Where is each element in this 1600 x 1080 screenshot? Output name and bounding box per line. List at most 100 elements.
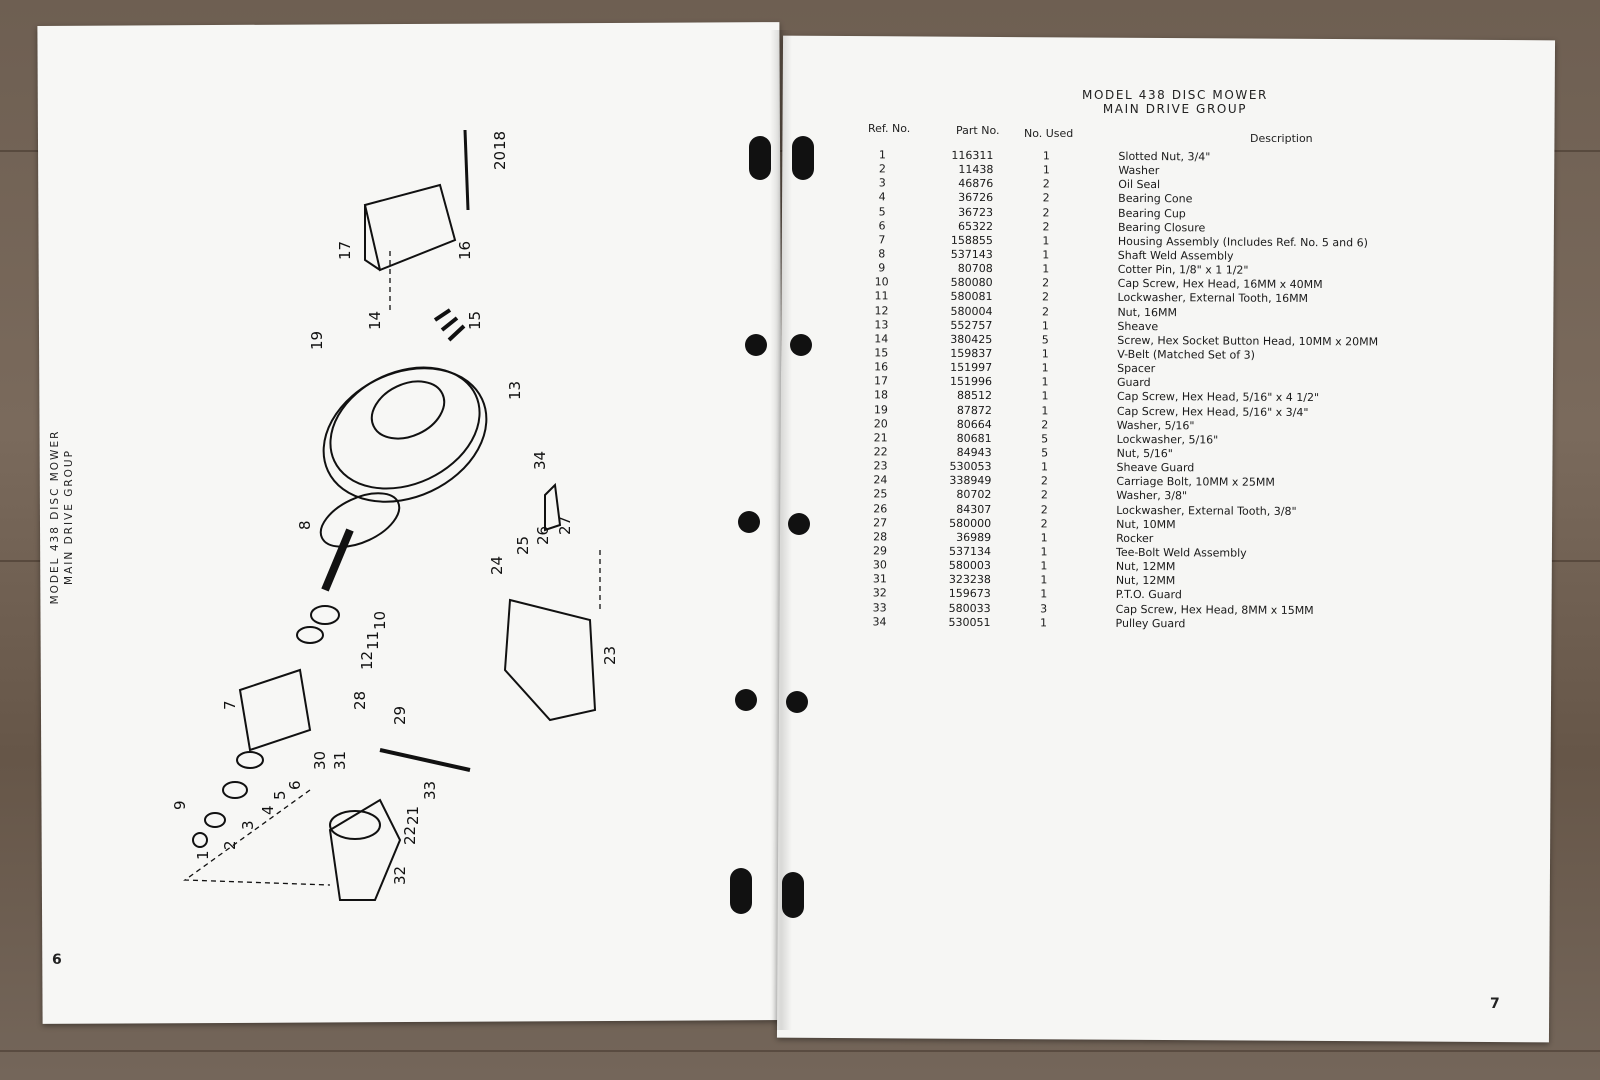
pulley-guard-drawing <box>544 482 562 532</box>
no-used-cell: 5 <box>1041 446 1049 460</box>
callout-label: 9 <box>171 800 189 810</box>
description-cell: Cap Screw, Hex Head, 5/16" x 3/4" <box>1116 404 1309 419</box>
part-no-cell: 580003 <box>948 558 991 573</box>
description-cell: Nut, 5/16" <box>1116 446 1173 461</box>
no-used-cell: 2 <box>1042 276 1050 290</box>
part-no-cell: 87872 <box>956 403 992 417</box>
ref-no-cell: 19 <box>873 402 888 416</box>
part-no-cell: 36989 <box>956 530 992 544</box>
ref-no-cell: 11 <box>874 289 889 303</box>
no-used-cell: 1 <box>1042 248 1050 262</box>
callout-label: 12 <box>358 651 376 670</box>
washer-drawing <box>204 812 226 828</box>
book-gutter <box>770 30 792 1030</box>
no-used-cell: 2 <box>1040 502 1048 516</box>
left-page-title: MODEL 438 DISC MOWER MAIN DRIVE GROUP <box>48 422 76 612</box>
ref-no-cell: 1 <box>878 148 886 162</box>
column-header-used: No. Used <box>1024 127 1074 140</box>
description-cell: Nut, 16MM <box>1117 305 1178 319</box>
binder-hole <box>749 136 771 180</box>
ref-no-cell: 7 <box>878 233 886 247</box>
no-used-cell: 1 <box>1042 262 1050 276</box>
binder-hole <box>786 691 808 713</box>
ref-no-cell: 8 <box>878 247 886 261</box>
callout-label: 31 <box>331 751 349 770</box>
callout-label: 34 <box>531 451 549 470</box>
ref-no-cell: 27 <box>873 516 888 530</box>
description-cell: Bearing Cup <box>1118 206 1186 220</box>
description-cell: Sheave Guard <box>1116 460 1195 475</box>
binder-hole <box>788 513 810 535</box>
description-cell: Washer, 3/8" <box>1116 489 1188 503</box>
description-cell: Housing Assembly (Includes Ref. No. 5 an… <box>1117 234 1368 250</box>
callout-label: 22 <box>401 826 419 845</box>
description-cell: Washer <box>1118 164 1160 178</box>
part-no-cell: 380425 <box>950 332 993 346</box>
ref-no-cell: 33 <box>872 600 887 614</box>
callout-label: 16 <box>456 241 474 260</box>
column-header-ref: Ref. No. <box>868 122 911 135</box>
ref-no-cell: 4 <box>878 190 886 204</box>
no-used-cell: 3 <box>1040 601 1048 615</box>
part-no-cell: 580033 <box>948 601 991 615</box>
sheave-groove <box>329 366 481 490</box>
callout-label: 32 <box>391 866 409 885</box>
right-title-line2: MAIN DRIVE GROUP <box>1102 102 1248 116</box>
bearing-drawing <box>236 751 264 769</box>
no-used-cell: 1 <box>1042 149 1050 163</box>
right-page-number: 7 <box>1490 996 1500 1012</box>
ref-no-cell: 14 <box>874 332 889 346</box>
part-no-cell: 530053 <box>949 459 992 474</box>
no-used-cell: 2 <box>1041 418 1049 432</box>
no-used-cell: 1 <box>1040 616 1048 630</box>
left-title-line1: MODEL 438 DISC MOWER <box>49 429 61 605</box>
callout-label: 27 <box>556 516 574 535</box>
description-cell: Cotter Pin, 1/8" x 1 1/2" <box>1117 262 1249 277</box>
shaft-drawing <box>321 528 354 592</box>
part-no-cell: 159837 <box>950 346 993 361</box>
ref-no-cell: 3 <box>878 176 886 190</box>
description-cell: Sheave <box>1117 319 1159 333</box>
part-no-cell: 46876 <box>958 177 994 191</box>
no-used-cell: 1 <box>1040 531 1048 545</box>
description-cell: Rocker <box>1116 531 1154 545</box>
part-no-cell: 338949 <box>949 474 992 488</box>
callout-label: 1 <box>194 850 212 860</box>
part-no-cell: 159673 <box>948 587 991 601</box>
description-cell: Oil Seal <box>1118 178 1161 192</box>
description-cell: Nut, 10MM <box>1116 517 1176 531</box>
guard-drawing <box>363 183 457 272</box>
description-cell: Spacer <box>1117 361 1156 376</box>
callout-label: 17 <box>336 241 354 260</box>
ref-no-cell: 21 <box>873 431 888 445</box>
part-no-cell: 537143 <box>950 247 993 262</box>
no-used-cell: 5 <box>1041 432 1049 446</box>
callout-label: 28 <box>351 691 369 710</box>
part-no-cell: 580081 <box>950 290 993 304</box>
ref-no-cell: 12 <box>874 303 889 318</box>
callout-label: 20 <box>491 151 509 170</box>
description-cell: Nut, 12MM <box>1115 559 1176 574</box>
ref-no-cell: 16 <box>874 360 889 374</box>
callout-label: 8 <box>296 520 314 530</box>
sheave-drawing <box>322 367 488 503</box>
ref-no-cell: 17 <box>874 374 889 388</box>
pto-guard-drawing <box>328 798 402 901</box>
binder-hole <box>782 872 804 918</box>
ref-no-cell: 13 <box>874 318 889 332</box>
part-no-cell: 116311 <box>951 148 994 163</box>
ref-no-cell: 22 <box>873 445 888 459</box>
part-no-cell: 151997 <box>950 360 993 375</box>
ref-no-cell: 23 <box>873 459 888 473</box>
no-used-cell: 1 <box>1041 375 1049 389</box>
part-no-cell: 11438 <box>958 163 994 177</box>
callout-label: 24 <box>488 556 506 575</box>
ref-no-cell: 2 <box>878 162 886 176</box>
part-no-cell: 84307 <box>956 502 992 516</box>
no-used-cell: 5 <box>1041 333 1049 347</box>
no-used-cell: 2 <box>1040 517 1048 531</box>
no-used-cell: 2 <box>1042 220 1050 234</box>
no-used-cell: 2 <box>1042 205 1050 220</box>
bearing-drawing <box>310 605 340 625</box>
